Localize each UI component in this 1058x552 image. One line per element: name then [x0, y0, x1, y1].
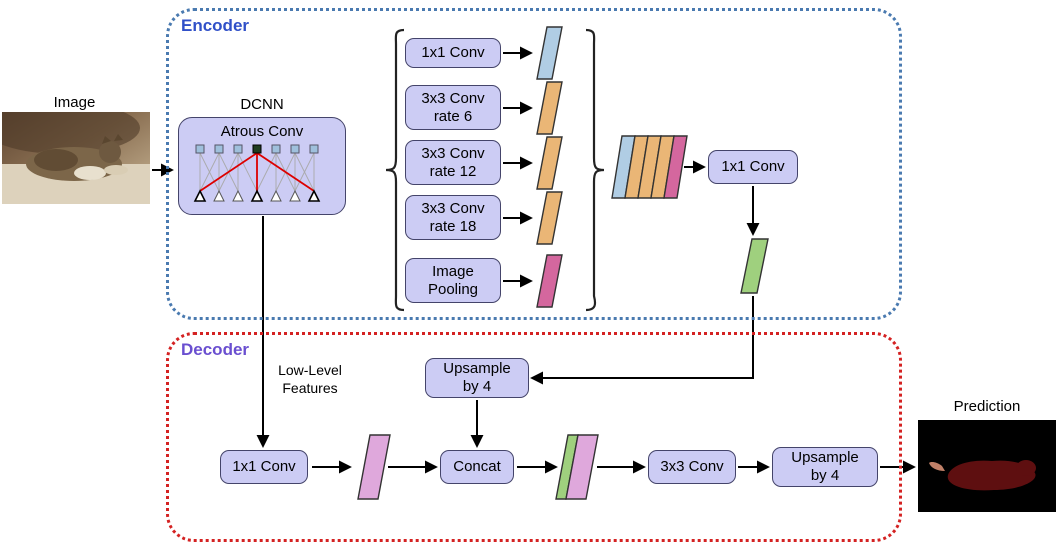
decoder-region: Decoder [166, 332, 902, 542]
decoder-conv3x3: 3x3 Conv [648, 450, 736, 484]
atrous-center-cell [252, 144, 262, 154]
aspp-branch-image-pooling: Image Pooling [405, 258, 501, 303]
prediction-label: Prediction [953, 398, 1021, 415]
aspp-branch-1x1-conv: 1x1 Conv [405, 38, 501, 68]
encoder-title: Encoder [181, 16, 250, 35]
atrous-conv-label: Atrous Conv [220, 123, 304, 140]
decoder-concat: Concat [440, 450, 514, 484]
mask-tail-artifact [929, 462, 945, 471]
aspp-branch-rate12: 3x3 Conv rate 12 [405, 140, 501, 185]
dcnn-label: DCNN [240, 96, 284, 113]
prediction-image [918, 420, 1056, 512]
decoder-upsample-out: Upsample by 4 [772, 447, 878, 487]
cat-photo-illustration [2, 112, 150, 204]
atrous-conv-diagram [193, 144, 321, 202]
input-image-label: Image [53, 94, 96, 111]
decoder-upsample-by4: Upsample by 4 [425, 358, 529, 398]
segmentation-mask-illustration [918, 420, 1056, 512]
input-image [2, 112, 150, 204]
encoder-region: Encoder [166, 8, 902, 320]
decoder-conv1x1: 1x1 Conv [220, 450, 308, 484]
decoder-title: Decoder [181, 340, 250, 359]
dcnn-block: Atrous Conv [178, 117, 346, 215]
aspp-branch-rate18: 3x3 Conv rate 18 [405, 195, 501, 240]
atrous-rate-lines [199, 152, 315, 192]
low-level-features-label: Low-Level Features [278, 362, 342, 396]
aspp-output-conv: 1x1 Conv [708, 150, 798, 184]
aspp-branch-rate6: 3x3 Conv rate 6 [405, 85, 501, 130]
